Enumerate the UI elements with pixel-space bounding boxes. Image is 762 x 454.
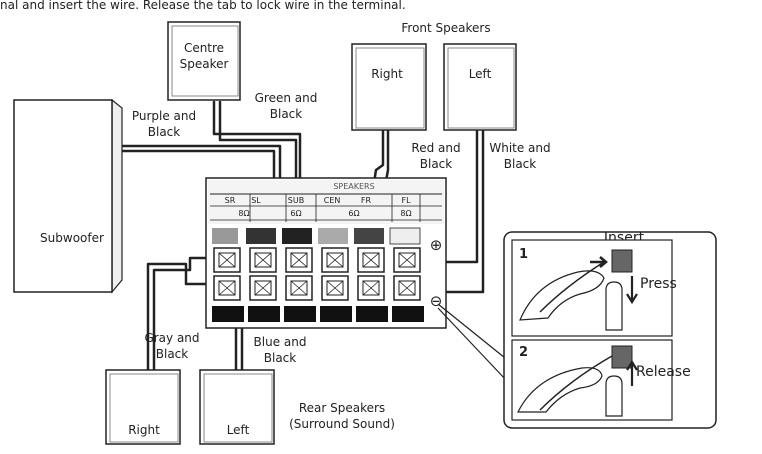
rear-right-wire-return (146, 262, 222, 374)
front-right-speaker-label: Right (371, 67, 403, 81)
plus-icon: ⊕ (430, 236, 443, 254)
terminal-clip (357, 275, 385, 301)
blue-black-label-2: Black (264, 351, 297, 365)
channel-sr: SR (225, 196, 236, 205)
white-black-label-1: White and (489, 141, 550, 155)
rear-right-wire (152, 256, 222, 374)
channel-cen: CEN (324, 196, 341, 205)
step2-terminal (611, 345, 633, 369)
front-left-speaker-label: Left (469, 67, 492, 81)
terminal-clip (285, 275, 313, 301)
wire-labels: Green and Black Purple and Black Red and… (132, 91, 551, 365)
gray-black-label-1: Gray and (144, 331, 199, 345)
centre-speaker-label-2: Speaker (180, 57, 229, 71)
subwoofer-label: Subwoofer (40, 231, 104, 245)
rear-speakers-title-1: Rear Speakers (299, 401, 385, 415)
rear-left-speaker-label: Left (227, 423, 250, 437)
green-black-label-1: Green and (255, 91, 318, 105)
centre-speaker: Centre Speaker (167, 21, 241, 101)
terminal-clip (213, 247, 241, 273)
terminal-clip (321, 275, 349, 301)
terminal-panel: SPEAKERS SR SL SUB CEN FR FL 8Ω 6Ω 6Ω 8Ω (205, 177, 447, 329)
green-black-label-2: Black (270, 107, 303, 121)
rear-left-speaker: Left (199, 369, 275, 445)
step1-action: Press (640, 276, 677, 292)
terminal-clips (213, 247, 421, 301)
rear-right-speaker-label: Right (128, 423, 160, 437)
channel-fl: FL (401, 196, 411, 205)
subwoofer: Subwoofer (13, 98, 123, 294)
panel-header: SPEAKERS (333, 182, 374, 191)
front-speakers-title: Front Speakers (401, 21, 490, 35)
step2-action: Release (636, 364, 691, 380)
step2-release-arrow (626, 359, 638, 386)
step1-number: 1 (519, 247, 528, 262)
step1-terminal (611, 249, 633, 273)
step1-insert-arrow (590, 256, 608, 268)
step2-finger (605, 375, 623, 417)
minus-icon: ⊖ (430, 292, 443, 310)
rear-speakers-title-2: (Surround Sound) (289, 417, 395, 431)
terminal-clip (393, 247, 421, 273)
step2-hand (517, 367, 603, 413)
insert-inset: Insert 1 Press 2 Release (503, 230, 717, 429)
terminal-clip (249, 247, 277, 273)
terminal-clip (285, 247, 313, 273)
impedance-rear: 8Ω (238, 209, 249, 218)
purple-black-label-1: Purple and (132, 109, 196, 123)
step1-hand (519, 270, 605, 321)
step1-press-arrow (626, 276, 638, 305)
step1-wire (539, 261, 605, 313)
gray-black-label-2: Black (156, 347, 189, 361)
impedance-front-centre: 6Ω (348, 209, 359, 218)
step1-finger (605, 281, 623, 331)
impedance-sub: 6Ω (290, 209, 301, 218)
terminal-clip (357, 247, 385, 273)
callout-lines (437, 303, 511, 381)
step2-wire (539, 355, 613, 411)
terminal-clip (321, 247, 349, 273)
red-black-label-1: Red and (411, 141, 460, 155)
impedance-fl: 8Ω (400, 209, 411, 218)
channel-sub: SUB (288, 196, 304, 205)
channel-sl: SL (251, 196, 261, 205)
step2-number: 2 (519, 345, 528, 360)
red-black-label-2: Black (420, 157, 453, 171)
white-black-label-2: Black (504, 157, 537, 171)
centre-speaker-label-1: Centre (184, 41, 224, 55)
instruction-text: nal and insert the wire. Release the tab… (0, 0, 406, 12)
channel-fr: FR (361, 196, 372, 205)
terminal-clip (393, 275, 421, 301)
terminal-clip (213, 275, 241, 301)
rear-right-speaker: Right (105, 369, 181, 445)
blue-black-label-1: Blue and (254, 335, 307, 349)
purple-black-label-2: Black (148, 125, 181, 139)
front-right-speaker: Right (351, 43, 427, 131)
terminal-clip (249, 275, 277, 301)
front-left-speaker: Left (443, 43, 517, 131)
